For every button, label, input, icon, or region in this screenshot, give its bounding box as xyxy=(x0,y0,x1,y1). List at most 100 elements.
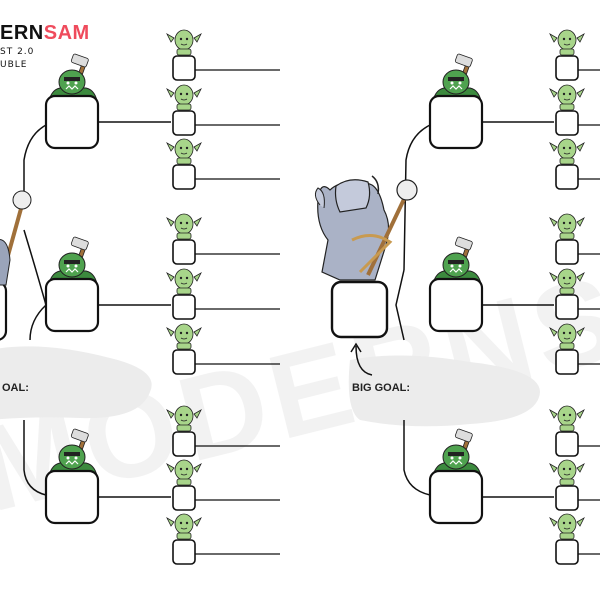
goblin-eye xyxy=(179,37,183,41)
goblin-ear xyxy=(166,408,175,419)
right-goblin-icon xyxy=(549,84,585,111)
goblin-eye xyxy=(179,221,183,225)
goblin-eye xyxy=(562,276,566,280)
goblin-body xyxy=(176,287,192,295)
goblin-eye xyxy=(568,467,572,471)
left-goblin-icon xyxy=(166,138,202,165)
goblin-eye xyxy=(568,331,572,335)
goblin-body xyxy=(559,424,575,432)
left-task-box xyxy=(172,294,196,320)
goblin-head xyxy=(557,268,577,290)
goblin-head xyxy=(174,513,194,535)
goblin-head xyxy=(174,268,194,290)
goblin-eye xyxy=(568,37,572,41)
goblin-eye xyxy=(179,146,183,150)
goblin-ear xyxy=(193,516,202,527)
goblin-ear xyxy=(576,408,585,419)
goblin-ear xyxy=(576,87,585,98)
right-task-box xyxy=(555,110,579,136)
right-goblin-icon xyxy=(549,513,585,540)
big-goal-arrow xyxy=(355,345,373,376)
left-goblin-icon xyxy=(166,513,202,540)
hammer-head xyxy=(70,236,89,251)
goblin-eye xyxy=(179,92,183,96)
orc-eye xyxy=(450,264,454,268)
goblin-body xyxy=(559,532,575,540)
knight-helmet xyxy=(334,179,371,213)
right-goblin-icon xyxy=(549,405,585,432)
orc-head xyxy=(442,252,470,278)
goblin-ear xyxy=(549,408,558,419)
left-goblin-icon xyxy=(166,29,202,56)
left-bracket xyxy=(23,229,47,341)
hammer-head xyxy=(70,53,89,68)
orc-eye xyxy=(74,264,78,268)
goblin-mouth xyxy=(180,473,188,476)
goblin-body xyxy=(559,478,575,486)
goblin-mouth xyxy=(563,527,571,530)
orc-brow xyxy=(64,77,80,81)
orc-eye xyxy=(458,456,462,460)
right-bracket xyxy=(403,124,431,271)
big-goal-label: BIG GOAL: xyxy=(352,382,411,394)
orc-eye xyxy=(458,81,462,85)
goblin-ear xyxy=(549,216,558,227)
left-goal-box xyxy=(44,94,100,150)
right-goal-box xyxy=(428,94,484,150)
right-goblin-icon xyxy=(549,213,585,240)
goblin-body xyxy=(176,532,192,540)
goblin-mouth xyxy=(563,227,571,230)
knight-arm xyxy=(0,239,11,286)
left-bracket xyxy=(23,124,47,200)
right-task-box xyxy=(555,349,579,375)
right-goblin-icon xyxy=(549,29,585,56)
goblin-eye xyxy=(185,331,189,335)
right-goblin-icon xyxy=(549,459,585,486)
goblin-ear xyxy=(193,408,202,419)
goblin-head xyxy=(174,29,194,51)
goblin-eye xyxy=(179,413,183,417)
orc-brow xyxy=(64,260,80,264)
goblin-body xyxy=(176,157,192,165)
brand-subtitle-1: ST 2.0 xyxy=(0,47,35,57)
left-goal-blob xyxy=(0,346,152,420)
right-goblin-icon xyxy=(549,268,585,295)
right-task-box xyxy=(555,431,579,457)
left-goblin-icon xyxy=(166,323,202,350)
goblin-ear xyxy=(166,516,175,527)
goblin-head xyxy=(174,138,194,160)
goblin-ear xyxy=(549,462,558,473)
goblin-body xyxy=(559,103,575,111)
goblin-body xyxy=(559,232,575,240)
goblin-eye xyxy=(562,221,566,225)
right-goal-box xyxy=(428,469,484,525)
goblin-ear xyxy=(549,141,558,152)
goblin-mouth xyxy=(563,282,571,285)
goblin-body xyxy=(559,287,575,295)
goblin-eye xyxy=(179,521,183,525)
right-task-box xyxy=(555,485,579,511)
left-goblin-icon xyxy=(166,213,202,240)
left-task-box xyxy=(172,110,196,136)
goblin-eye xyxy=(568,413,572,417)
goblin-mouth xyxy=(563,98,571,101)
goblin-head xyxy=(557,138,577,160)
goblin-eye xyxy=(568,276,572,280)
goblin-mouth xyxy=(180,98,188,101)
left-task-box xyxy=(172,539,196,565)
goblin-eye xyxy=(179,467,183,471)
left-goal-label: OAL: xyxy=(2,382,29,394)
goblin-mouth xyxy=(563,419,571,422)
goblin-head xyxy=(557,323,577,345)
big-goal-arrowhead xyxy=(350,342,362,353)
goblin-body xyxy=(176,342,192,350)
orc-tusks xyxy=(65,85,79,90)
goblin-eye xyxy=(185,467,189,471)
goblin-body xyxy=(559,342,575,350)
goblin-mouth xyxy=(180,527,188,530)
right-task-box xyxy=(555,164,579,190)
goblin-eye xyxy=(568,521,572,525)
orc-eye xyxy=(74,456,78,460)
goblin-head xyxy=(174,405,194,427)
right-goblin-icon xyxy=(549,323,585,350)
